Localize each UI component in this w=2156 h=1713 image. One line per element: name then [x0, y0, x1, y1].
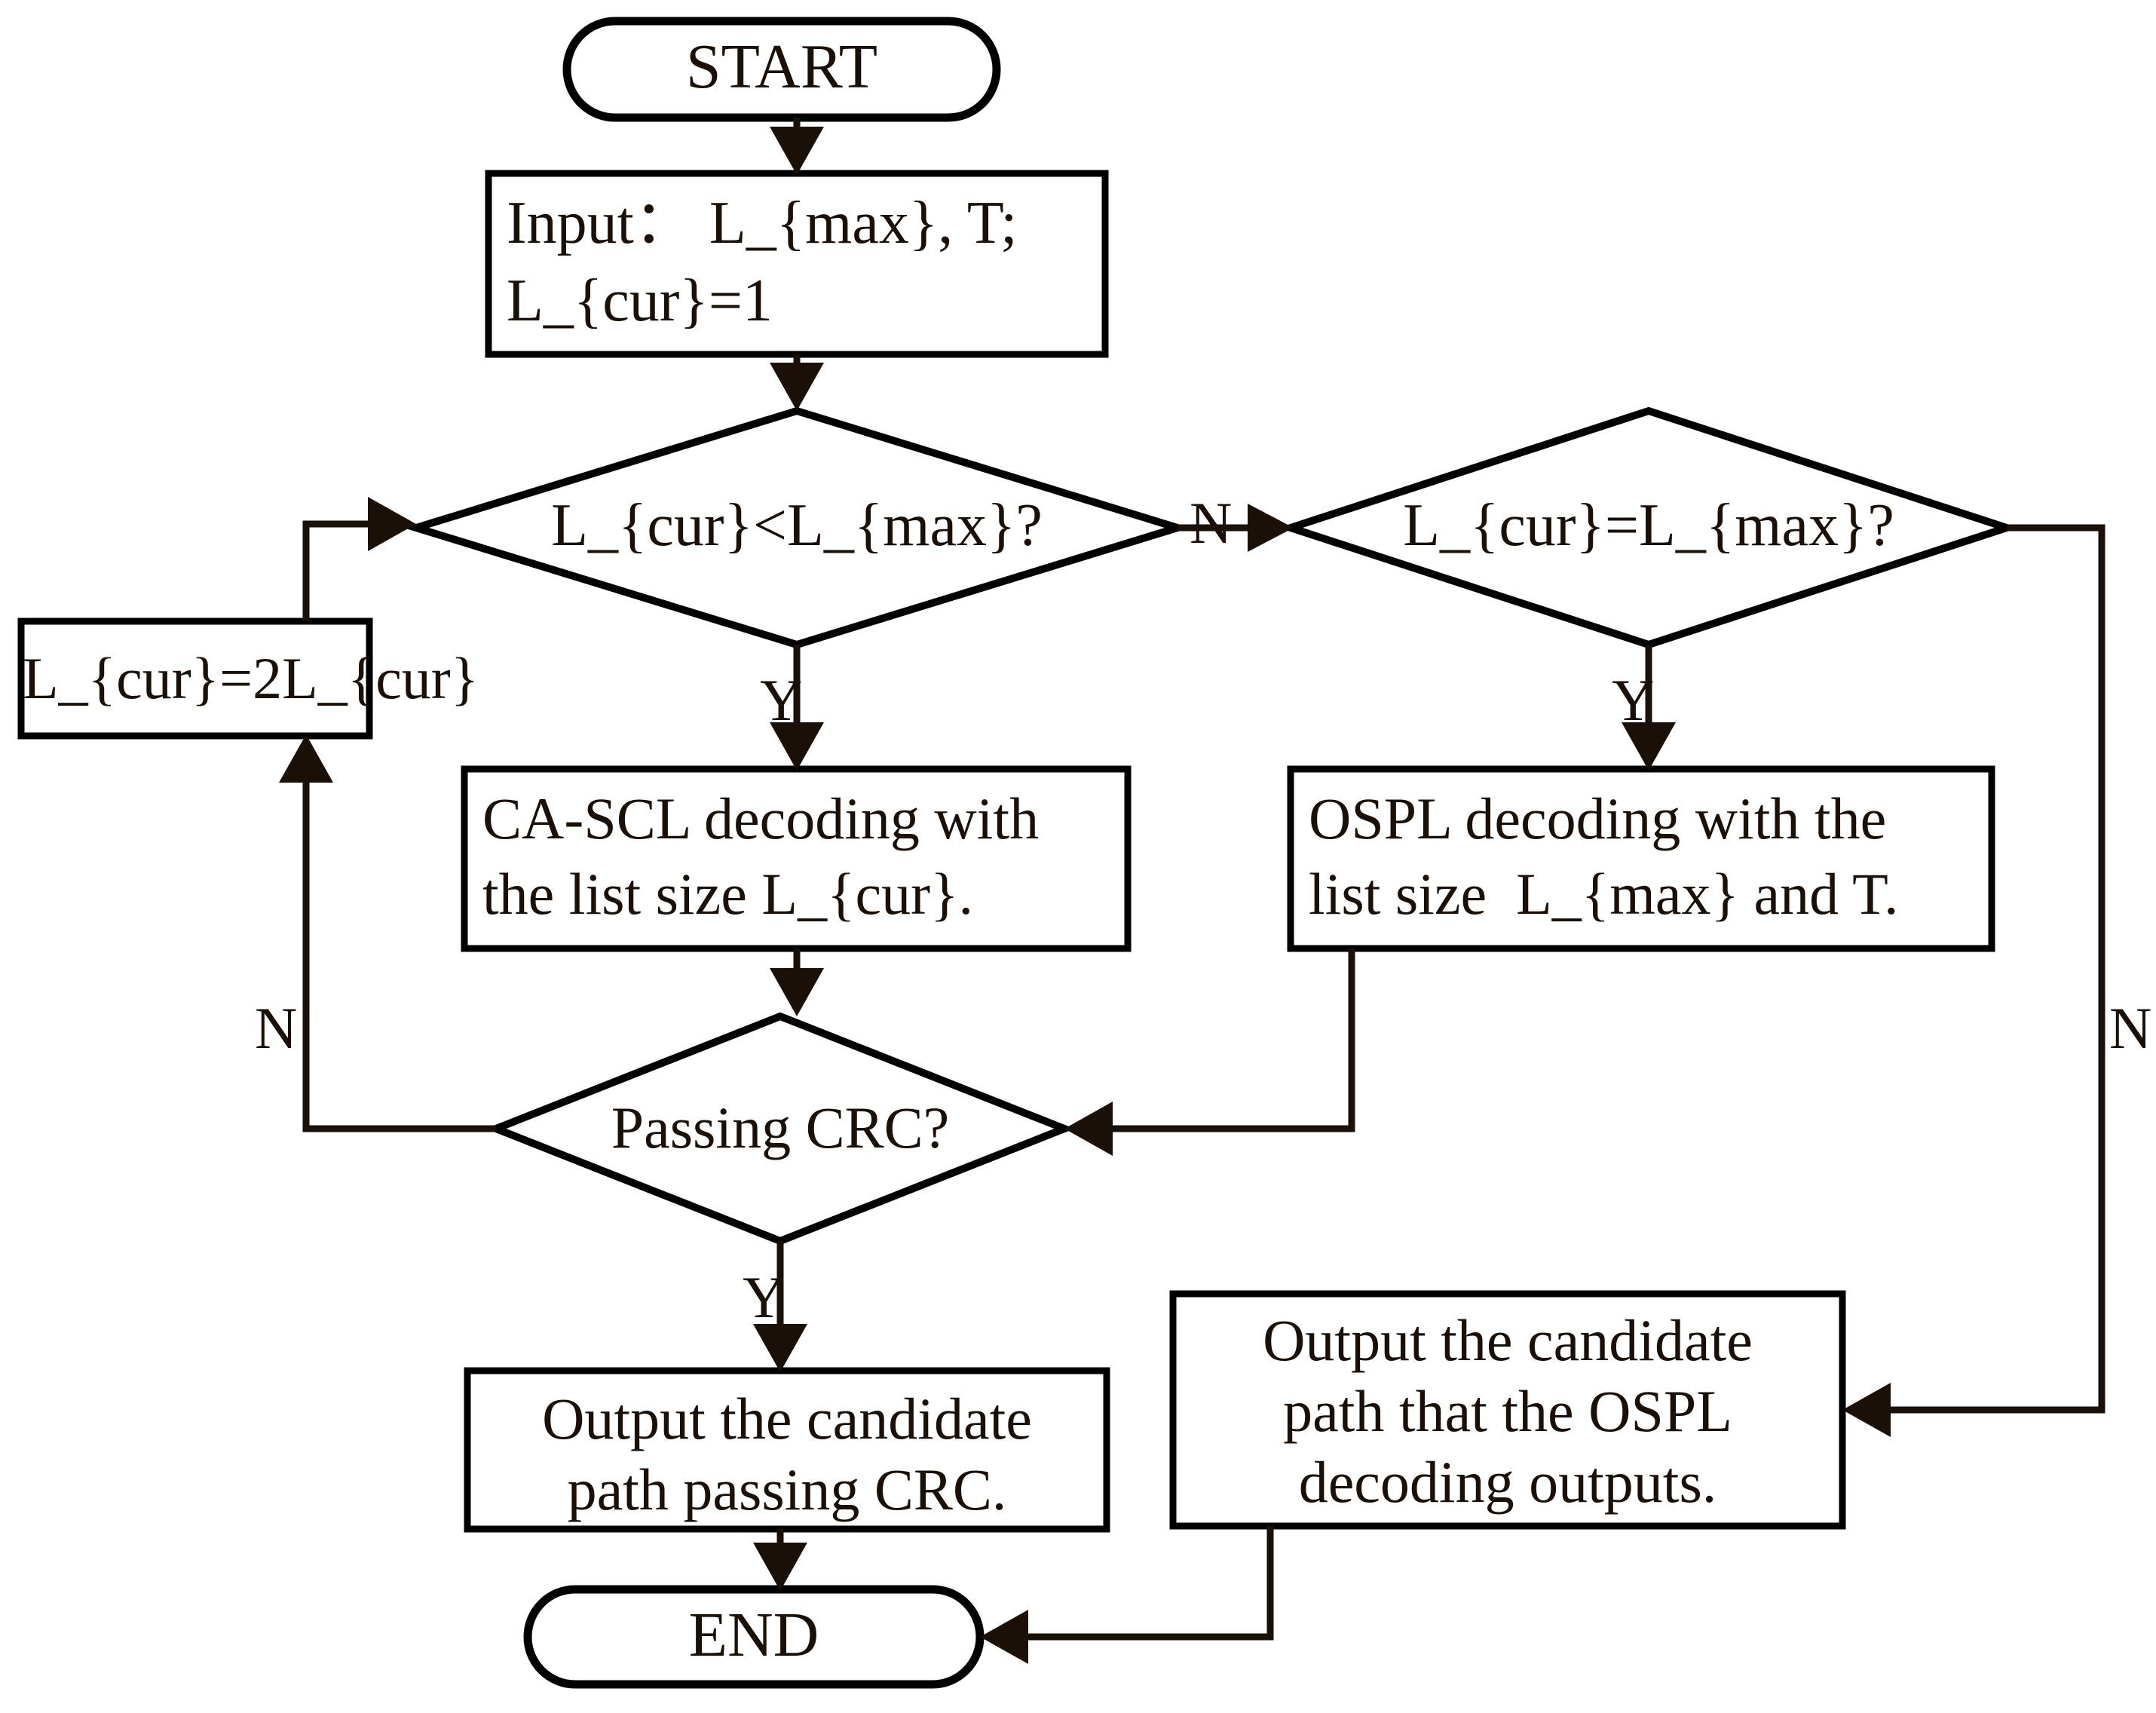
input-box-shape — [485, 170, 1109, 358]
arrowhead-crc-no-to-double-list — [279, 734, 333, 783]
edge-label-decision-lt-yes: Y — [760, 667, 803, 733]
edge-double-list-to-decision-lt — [302, 520, 386, 621]
edge-label-crc-yes: Y — [743, 1264, 786, 1330]
end-terminal-shape — [523, 1585, 985, 1689]
edge-label-decision-lt-no: N — [1190, 490, 1233, 556]
arrowhead-double-list-to-decision-lt — [368, 497, 416, 551]
arrowhead-decision-eq-no — [1842, 1383, 1891, 1437]
arrowhead-ospl-to-crc — [1064, 1102, 1113, 1156]
output-crc-box-shape — [464, 1367, 1110, 1533]
decision-crc-shape — [485, 1012, 1075, 1246]
arrowhead-crc-yes-to-output-crc — [753, 1324, 807, 1372]
output-ospl-box-shape — [1169, 1290, 1846, 1530]
ospl-box-shape — [1287, 765, 1995, 952]
double-list-box-shape — [17, 617, 373, 740]
edge-label-crc-no: N — [255, 995, 298, 1061]
arrowhead-output-crc-to-end — [753, 1543, 807, 1591]
edge-decision-eq-no-to-output-ospl — [1873, 524, 2105, 1414]
start-terminal-shape — [562, 17, 1001, 122]
decision-equal-shape — [1278, 406, 2020, 649]
edge-label-decision-eq-yes: Y — [1612, 667, 1655, 733]
edge-ospl-to-crc — [1095, 948, 1355, 1132]
arrowhead-decision-eq-yes — [1622, 722, 1676, 771]
arrowhead-output-ospl-to-end — [980, 1610, 1028, 1664]
edge-label-decision-eq-no: N — [2109, 995, 2152, 1061]
arrowhead-decision-lt-yes — [770, 722, 824, 771]
decision-less-than-shape — [403, 406, 1191, 649]
arrowhead-start-to-input — [770, 127, 824, 175]
edge-output-ospl-to-end — [1010, 1526, 1274, 1641]
arrowhead-input-to-decision-lt — [770, 363, 824, 411]
edge-crc-no-to-double-list — [302, 768, 496, 1132]
arrowhead-decision-lt-no — [1248, 504, 1294, 552]
arrowhead-cascl-to-crc — [770, 968, 824, 1016]
cascl-box-shape — [461, 765, 1132, 952]
